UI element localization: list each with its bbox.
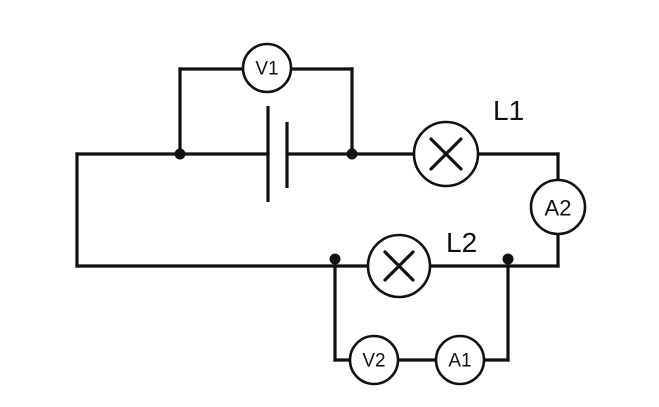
ammeter-a1-label: A1 — [448, 351, 471, 372]
junction-nodes — [174, 148, 514, 265]
lamp-cross-line — [383, 250, 415, 282]
voltmeter-v2: V2 — [348, 334, 400, 386]
ammeter-a2: A2 — [529, 178, 587, 236]
lower-branch-wires — [333, 257, 510, 362]
junction-node — [174, 148, 186, 160]
lamp-l2 — [366, 233, 432, 299]
lamp-cross-line — [429, 137, 463, 171]
meter-circle — [434, 334, 486, 386]
meter-circle — [529, 178, 587, 236]
lamp-l1-label: L1 — [493, 95, 524, 126]
junction-node — [329, 253, 341, 265]
junction-node — [346, 148, 358, 160]
voltmeter-v1-label: V1 — [255, 59, 278, 80]
lamp-l2-label: L2 — [446, 227, 477, 258]
meter-circle — [348, 334, 400, 386]
battery-symbol — [266, 106, 289, 202]
voltmeter-v1: V1 — [241, 42, 293, 94]
voltmeter-v2-label: V2 — [362, 351, 385, 372]
meter-circle — [241, 42, 293, 94]
junction-node — [502, 253, 514, 265]
ammeter-a2-label: A2 — [545, 196, 572, 221]
main-loop-wires — [75, 152, 560, 268]
v1-branch-wires — [178, 67, 354, 156]
lamp-l1 — [412, 120, 480, 188]
ammeter-a1: A1 — [434, 334, 486, 386]
